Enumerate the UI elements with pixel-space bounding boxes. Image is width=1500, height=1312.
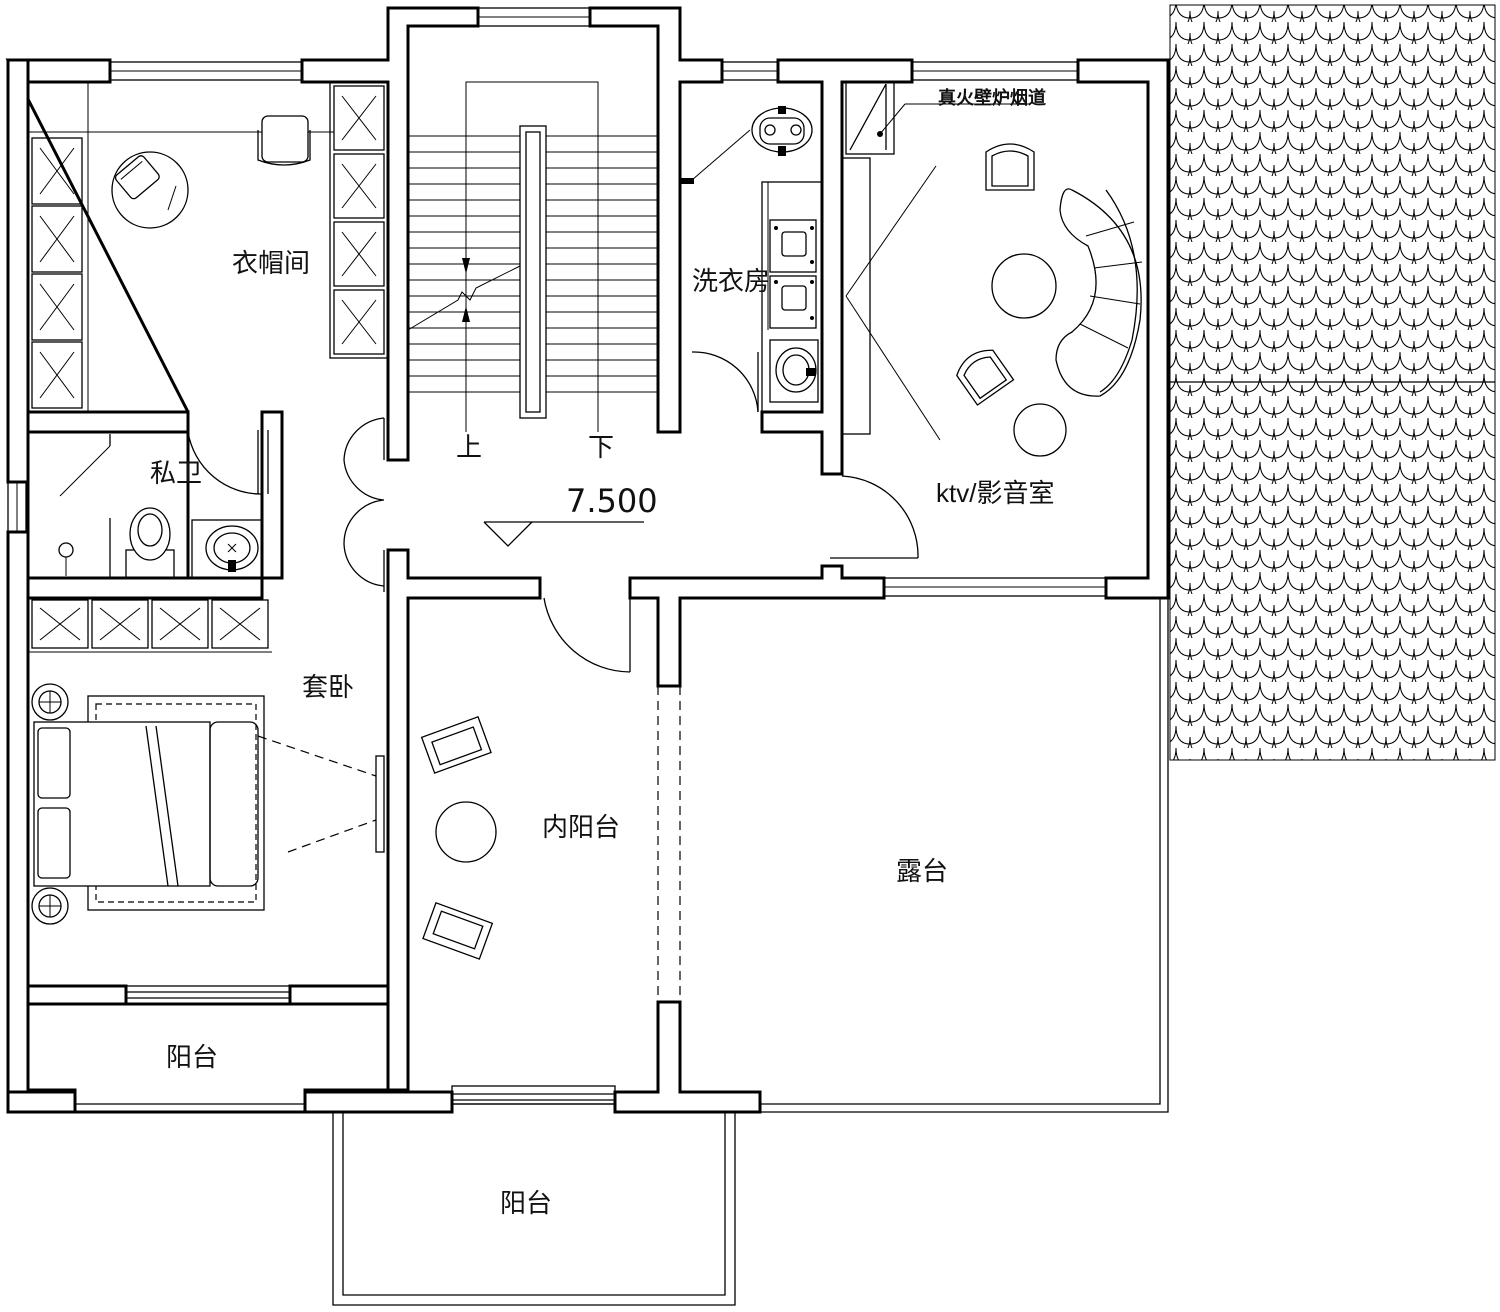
- walls: [5, 6, 1170, 1114]
- label-inner-balcony: 内阳台: [542, 812, 620, 842]
- sliding-doors: [126, 686, 681, 1101]
- elevation-marker: [483, 521, 644, 547]
- label-balcony-left: 阳台: [166, 1042, 218, 1072]
- label-walk-in-closet: 衣帽间: [232, 248, 310, 278]
- label-floor-elevation: 7.500: [566, 482, 658, 520]
- laundry-fixtures: [680, 106, 823, 413]
- bedroom-furniture: [28, 599, 385, 925]
- label-fireplace-flue: 真火壁炉烟道: [938, 87, 1046, 108]
- room-labels: 衣帽间 私卫 套卧 洗衣房 ktv/影音室 内阳台 露台 阳台 阳台 真火壁炉烟…: [150, 87, 1054, 1218]
- ktv-furniture: [841, 143, 1143, 457]
- doors: [187, 351, 919, 673]
- roof-tiles: [1169, 4, 1496, 761]
- label-ktv-room: ktv/影音室: [936, 478, 1054, 508]
- label-terrace: 露台: [896, 856, 948, 886]
- label-laundry: 洗衣房: [692, 266, 770, 296]
- label-stair-down: 下: [588, 432, 614, 462]
- label-balcony-bottom: 阳台: [500, 1188, 552, 1218]
- label-stair-up: 上: [456, 432, 482, 462]
- bath-fixtures: [58, 434, 263, 579]
- closet-furniture: [28, 81, 389, 412]
- label-suite-bedroom: 套卧: [302, 672, 354, 702]
- label-private-bath: 私卫: [150, 458, 202, 488]
- staircase: [407, 81, 658, 432]
- balcony-furniture: [420, 715, 497, 960]
- fireplace-flue: [845, 81, 1030, 155]
